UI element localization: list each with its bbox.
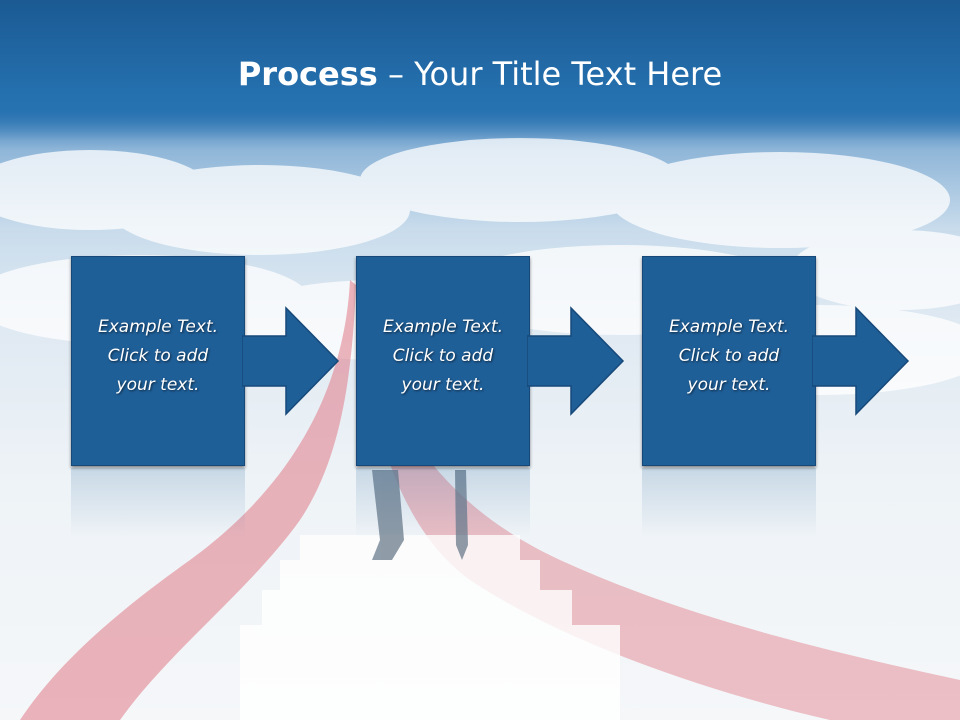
title-bold: Process [237, 55, 378, 93]
slide-title[interactable]: Process – Your Title Text Here [0, 52, 960, 96]
step-reflection-2 [356, 468, 530, 538]
title-rest: – Your Title Text Here [377, 55, 723, 93]
arrow-right-icon [812, 306, 910, 416]
step-text-2[interactable]: Example Text. Click to add your text. [382, 317, 504, 395]
step-text-3[interactable]: Example Text. Click to add your text. [668, 317, 790, 395]
step-reflection-3 [642, 468, 816, 538]
step-box-1[interactable]: Example Text. Click to add your text. [71, 256, 245, 466]
title-bar [0, 0, 960, 140]
step-box-2[interactable]: Example Text. Click to add your text. [356, 256, 530, 466]
step-text-1[interactable]: Example Text. Click to add your text. [97, 317, 219, 395]
arrow-right-icon [242, 306, 340, 416]
arrow-right-icon [527, 306, 625, 416]
step-reflection-1 [71, 468, 245, 538]
step-box-3[interactable]: Example Text. Click to add your text. [642, 256, 816, 466]
